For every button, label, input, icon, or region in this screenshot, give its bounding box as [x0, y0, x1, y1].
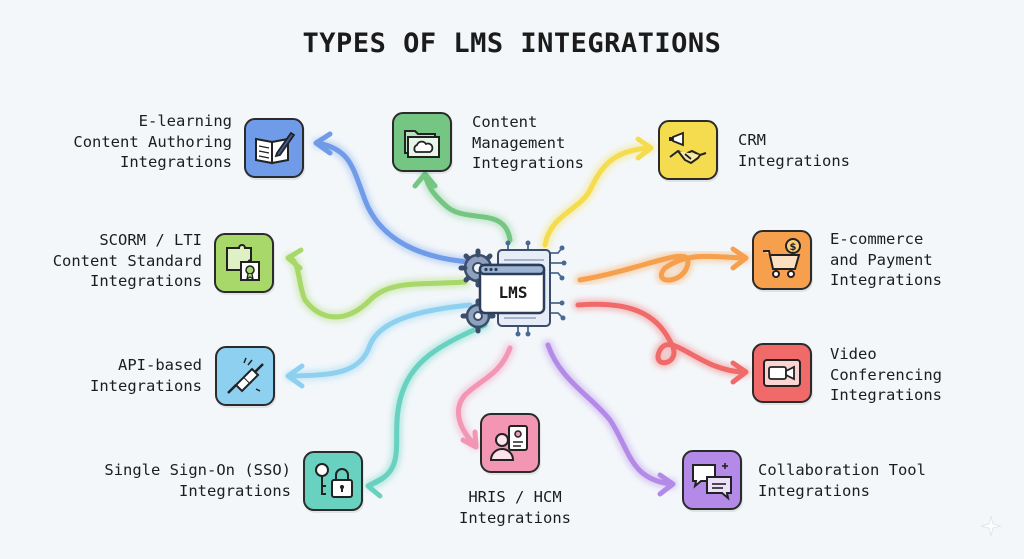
tile-crm [658, 120, 718, 180]
label-elearning: E-learning Content Authoring Integration… [73, 112, 232, 171]
arrow-collab [542, 339, 678, 490]
video-camera-icon [763, 359, 801, 387]
label-cms: Content Management Integrations [472, 113, 584, 172]
arrow-cms [419, 169, 516, 246]
label-ecommerce: E-commerce and Payment Integrations [830, 230, 942, 289]
label-collab: Collaboration Tool Integrations [758, 461, 926, 500]
key-lock-icon [315, 463, 353, 498]
tile-ecommerce: $ [752, 230, 812, 290]
tile-cms [392, 112, 452, 172]
label-sso: Single Sign-On (SSO) Integrations [104, 461, 291, 500]
label-crm: CRM Integrations [738, 131, 850, 170]
megaphone-handshake-icon [669, 131, 707, 165]
label-api: API-based Integrations [90, 356, 202, 395]
label-scorm: SCORM / LTI Content Standard Integration… [52, 231, 202, 290]
lms-hub-label: LMS [498, 283, 528, 302]
person-clipboard-icon [489, 425, 528, 461]
book-pen-icon [255, 131, 296, 165]
tile-video [752, 343, 812, 403]
sparkle-icon [980, 515, 1002, 537]
folder-cloud-icon [404, 130, 440, 158]
page-title: TYPES OF LMS INTEGRATIONS [302, 28, 722, 59]
lms-hub-icon [458, 240, 567, 337]
tile-scorm [214, 233, 274, 293]
tile-api [215, 346, 275, 406]
label-hris: HRIS / HCM Integrations [459, 488, 571, 527]
label-video: Video Conferencing Integrations [830, 345, 942, 404]
cart-coin-icon: $ [763, 238, 801, 278]
tile-collab [682, 450, 742, 510]
tile-elearning [244, 118, 304, 178]
svg-text:$: $ [790, 242, 797, 253]
tile-hris [480, 413, 540, 473]
chat-bubbles-icon [692, 463, 732, 501]
puzzle-certificate-icon [226, 244, 260, 281]
plug-icon [227, 357, 264, 394]
tile-sso [303, 451, 363, 511]
arrow-sso [364, 319, 491, 491]
